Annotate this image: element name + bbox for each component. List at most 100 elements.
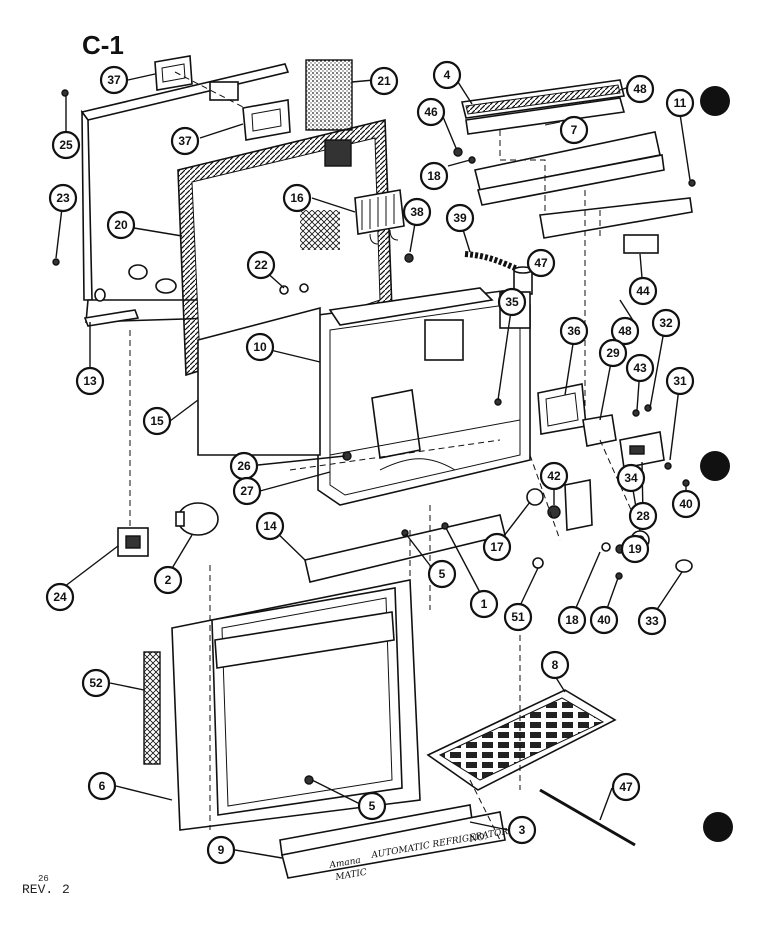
svg-text:22: 22 bbox=[254, 258, 268, 272]
shelf-grille-8 bbox=[426, 689, 617, 791]
evaporator-coil bbox=[354, 189, 405, 245]
mounting-rail-48 bbox=[474, 131, 693, 239]
revision-prefix: REV. bbox=[22, 882, 53, 897]
lamp-socket-24 bbox=[117, 527, 149, 557]
callout-1: 1 bbox=[469, 589, 499, 619]
callout-51: 51 bbox=[503, 602, 533, 632]
callout-13: 13 bbox=[75, 366, 105, 396]
rod-47 bbox=[539, 788, 636, 847]
callout-38: 38 bbox=[402, 197, 432, 227]
knob-17 bbox=[526, 488, 544, 506]
callout-37b: 37 bbox=[170, 126, 200, 156]
callout-44: 44 bbox=[628, 276, 658, 306]
svg-text:39: 39 bbox=[453, 211, 467, 225]
callout-35: 35 bbox=[497, 287, 527, 317]
bracket-29 bbox=[582, 414, 617, 447]
svg-text:48: 48 bbox=[633, 82, 647, 96]
nameplate-sub: NO. bbox=[468, 832, 488, 845]
callout-20: 20 bbox=[106, 210, 136, 240]
svg-text:44: 44 bbox=[636, 284, 650, 298]
svg-text:18: 18 bbox=[427, 169, 441, 183]
callout-22: 22 bbox=[246, 250, 276, 280]
callout-9: 9 bbox=[206, 835, 236, 865]
svg-text:20: 20 bbox=[114, 218, 128, 232]
callout-47b: 47 bbox=[611, 772, 641, 802]
side-panel bbox=[197, 306, 321, 456]
callout-40a: 40 bbox=[671, 489, 701, 519]
callout-21: 21 bbox=[369, 66, 399, 96]
callout-31: 31 bbox=[665, 366, 695, 396]
svg-text:4: 4 bbox=[444, 68, 451, 82]
callout-24: 24 bbox=[45, 582, 75, 612]
callout-14: 14 bbox=[255, 511, 285, 541]
svg-text:6: 6 bbox=[99, 779, 106, 793]
callout-46: 46 bbox=[416, 97, 446, 127]
callout-48b: 48 bbox=[610, 316, 640, 346]
callout-23: 23 bbox=[48, 183, 78, 213]
nameplate: Amana AUTOMATIC REFRIGERATOR MATIC NO. bbox=[279, 804, 509, 883]
callout-10: 10 bbox=[245, 332, 275, 362]
bracket-36 bbox=[564, 479, 593, 531]
callout-2: 2 bbox=[153, 565, 183, 595]
callout-48a: 48 bbox=[625, 74, 655, 104]
svg-text:37: 37 bbox=[107, 73, 121, 87]
gasket-strip-52 bbox=[143, 651, 161, 765]
registration-dot-bottom bbox=[703, 812, 733, 842]
svg-text:14: 14 bbox=[263, 519, 277, 533]
diagram-title: C-1 bbox=[82, 30, 124, 60]
svg-text:23: 23 bbox=[56, 191, 70, 205]
callout-52: 52 bbox=[81, 668, 111, 698]
registration-dot-top bbox=[700, 86, 730, 116]
callout-16: 16 bbox=[282, 183, 312, 213]
svg-text:51: 51 bbox=[511, 610, 525, 624]
callout-34: 34 bbox=[616, 463, 646, 493]
hardware-screws bbox=[52, 89, 696, 785]
svg-text:15: 15 bbox=[150, 414, 164, 428]
callout-33: 33 bbox=[637, 606, 667, 636]
callout-47a: 47 bbox=[526, 248, 556, 278]
svg-text:8: 8 bbox=[552, 658, 559, 672]
callout-11: 11 bbox=[665, 88, 695, 118]
svg-text:1: 1 bbox=[481, 597, 488, 611]
callout-28: 28 bbox=[628, 501, 658, 531]
svg-text:21: 21 bbox=[377, 74, 391, 88]
callout-6: 6 bbox=[87, 771, 117, 801]
callout-17: 17 bbox=[482, 532, 512, 562]
svg-text:13: 13 bbox=[83, 374, 97, 388]
revision-number: 2 bbox=[62, 882, 70, 897]
cabinet-liner bbox=[317, 287, 531, 506]
drain-hose bbox=[464, 251, 522, 273]
svg-text:47: 47 bbox=[534, 256, 548, 270]
svg-text:52: 52 bbox=[89, 676, 103, 690]
insulation-block bbox=[305, 59, 353, 131]
callout-15: 15 bbox=[142, 406, 172, 436]
svg-text:26: 26 bbox=[237, 459, 251, 473]
svg-text:42: 42 bbox=[547, 469, 561, 483]
callout-37a: 37 bbox=[99, 65, 129, 95]
callout-43: 43 bbox=[625, 353, 655, 383]
svg-text:40: 40 bbox=[679, 497, 693, 511]
svg-text:9: 9 bbox=[218, 843, 225, 857]
svg-text:48: 48 bbox=[618, 324, 632, 338]
light-bulb-2 bbox=[175, 502, 219, 536]
trim-frame-36 bbox=[537, 383, 587, 435]
svg-text:37: 37 bbox=[178, 134, 192, 148]
svg-text:18: 18 bbox=[565, 613, 579, 627]
svg-text:16: 16 bbox=[290, 191, 304, 205]
svg-text:19: 19 bbox=[628, 542, 642, 556]
svg-text:34: 34 bbox=[624, 471, 638, 485]
svg-text:36: 36 bbox=[567, 324, 581, 338]
callout-27: 27 bbox=[232, 476, 262, 506]
svg-text:7: 7 bbox=[571, 123, 578, 137]
svg-text:10: 10 bbox=[253, 340, 267, 354]
callout-18a: 18 bbox=[419, 161, 449, 191]
registration-dot-middle bbox=[700, 451, 730, 481]
callout-40b: 40 bbox=[589, 605, 619, 635]
bracket-13 bbox=[83, 309, 140, 327]
hinge-28 bbox=[619, 431, 665, 469]
revision-mark: REV. 26 2 bbox=[22, 874, 70, 897]
callout-5b: 5 bbox=[357, 791, 387, 821]
callout-26: 26 bbox=[229, 451, 259, 481]
svg-text:33: 33 bbox=[645, 614, 659, 628]
